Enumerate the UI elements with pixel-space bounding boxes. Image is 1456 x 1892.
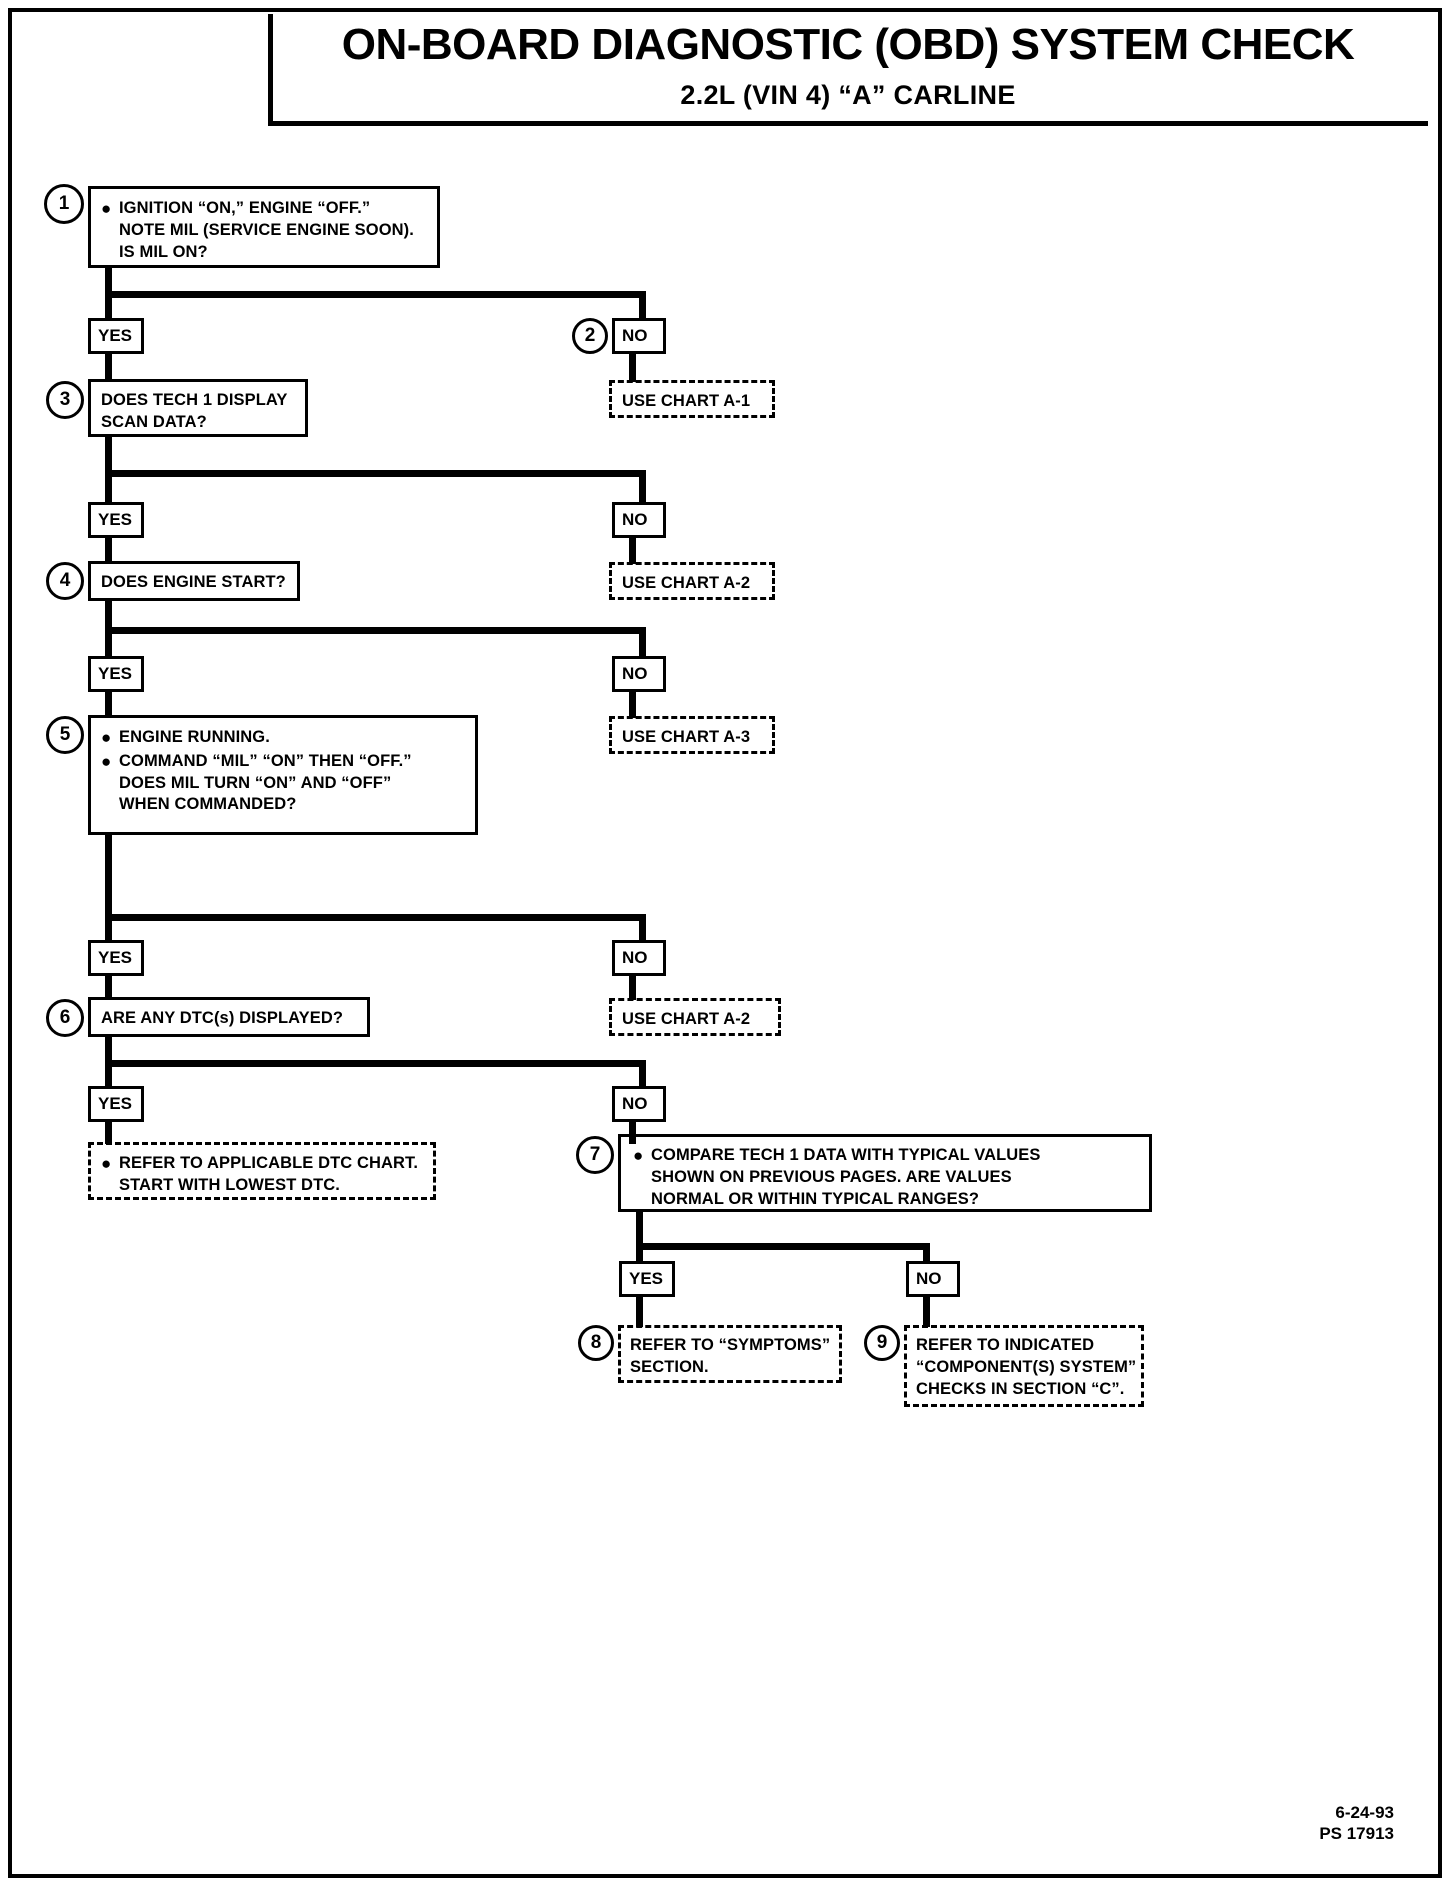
- connector-1-yes-down: [105, 291, 112, 320]
- page-title: ON-BOARD DIAGNOSTIC (OBD) SYSTEM CHECK: [341, 20, 1355, 69]
- connector-yes3-down: [105, 538, 112, 564]
- connector-no4-down: [629, 692, 636, 718]
- step-1-text: IGNITION “ON,” ENGINE “OFF.” NOTE MIL (S…: [119, 199, 414, 261]
- no-label-5: NO: [612, 940, 666, 976]
- step-8-text: REFER TO “SYMPTOMS” SECTION.: [630, 1336, 831, 1376]
- step-number-8: 8: [578, 1325, 614, 1361]
- refer-dtc-chart-text: REFER TO APPLICABLE DTC CHART. START WIT…: [119, 1154, 419, 1194]
- connector-no6-down: [629, 1122, 636, 1144]
- step-number-1: 1: [44, 184, 84, 224]
- step-9-box: REFER TO INDICATED “COMPONENT(S) SYSTEM”…: [904, 1325, 1144, 1407]
- connector-6-yes-down: [105, 1060, 112, 1088]
- connector-7-no-down: [923, 1243, 930, 1263]
- connector-3-across: [105, 470, 646, 477]
- yes-label-4: YES: [88, 656, 144, 692]
- no-label-4: NO: [612, 656, 666, 692]
- no-label-6: NO: [612, 1086, 666, 1122]
- connector-4-yes-down: [105, 627, 112, 657]
- no-label-1: NO: [612, 318, 666, 354]
- use-chart-a1-text: USE CHART A-1: [622, 392, 751, 410]
- connector-no7-down: [923, 1297, 930, 1327]
- bullet-icon: ●: [101, 199, 112, 218]
- connector-6-no-down: [639, 1060, 646, 1088]
- step-3-box: DOES TECH 1 DISPLAY SCAN DATA?: [88, 379, 308, 437]
- step-number-4: 4: [46, 562, 84, 600]
- yes-label-5: YES: [88, 940, 144, 976]
- bullet-icon: ●: [101, 751, 112, 771]
- connector-3-yes-down: [105, 470, 112, 504]
- use-chart-a3-text: USE CHART A-3: [622, 728, 751, 746]
- use-chart-a2-box: USE CHART A-2: [609, 562, 775, 600]
- yes-label-3: YES: [88, 502, 144, 538]
- step-3-text: DOES TECH 1 DISPLAY SCAN DATA?: [101, 391, 288, 431]
- step-number-6: 6: [46, 999, 84, 1037]
- connector-6-down: [105, 1037, 112, 1067]
- yes-label-1: YES: [88, 318, 144, 354]
- step-7-box: ● COMPARE TECH 1 DATA WITH TYPICAL VALUE…: [618, 1134, 1152, 1212]
- connector-4-across: [105, 627, 646, 634]
- footer-doc-id: 6-24-93 PS 17913: [1319, 1802, 1394, 1843]
- bullet-icon: ●: [101, 728, 112, 747]
- step-9-text: REFER TO INDICATED “COMPONENT(S) SYSTEM”…: [916, 1336, 1137, 1398]
- use-chart-a2-text-2: USE CHART A-2: [622, 1010, 751, 1028]
- connector-5-down: [105, 835, 112, 921]
- no-label-3: NO: [612, 502, 666, 538]
- step-6-text: ARE ANY DTC(s) DISPLAYED?: [101, 1009, 344, 1027]
- step-5-text-line1: ENGINE RUNNING.: [119, 728, 270, 746]
- step-5-box: ● ENGINE RUNNING. ● COMMAND “MIL” “ON” T…: [88, 715, 478, 835]
- step-4-text: DOES ENGINE START?: [101, 573, 286, 591]
- step-number-3: 3: [46, 381, 84, 419]
- connector-no5-down: [629, 976, 636, 1000]
- connector-7-across: [636, 1243, 930, 1250]
- use-chart-a1-box: USE CHART A-1: [609, 380, 775, 418]
- refer-dtc-chart-box: ● REFER TO APPLICABLE DTC CHART. START W…: [88, 1142, 436, 1200]
- connector-3-down: [105, 437, 112, 473]
- connector-yes6-down: [105, 1122, 112, 1144]
- page-subtitle: 2.2L (VIN 4) “A” CARLINE: [680, 80, 1016, 110]
- step-number-7: 7: [576, 1136, 614, 1174]
- connector-4-no-down: [639, 627, 646, 657]
- step-5-text-line2: COMMAND “MIL” “ON” THEN “OFF.” DOES MIL …: [119, 751, 412, 814]
- use-chart-a3-box: USE CHART A-3: [609, 716, 775, 754]
- yes-label-7: YES: [619, 1261, 675, 1297]
- connector-5-yes-down: [105, 914, 112, 942]
- step-1-box: ● IGNITION “ON,” ENGINE “OFF.” NOTE MIL …: [88, 186, 440, 268]
- connector-yes4-down: [105, 692, 112, 718]
- connector-1-down: [105, 268, 112, 298]
- connector-5-no-down: [639, 914, 646, 942]
- connector-yes1-down: [105, 354, 112, 382]
- step-number-2: 2: [572, 318, 608, 354]
- bullet-icon: ●: [633, 1146, 644, 1165]
- connector-yes7-down: [636, 1297, 643, 1327]
- step-number-5: 5: [46, 716, 84, 754]
- bullet-icon: ●: [101, 1154, 112, 1173]
- step-6-box: ARE ANY DTC(s) DISPLAYED?: [88, 997, 370, 1037]
- connector-5-across: [105, 914, 646, 921]
- step-4-box: DOES ENGINE START?: [88, 561, 300, 601]
- title-rule: [268, 14, 1428, 126]
- connector-7-down: [636, 1212, 643, 1250]
- connector-yes5-down: [105, 976, 112, 1000]
- connector-no3-down: [629, 538, 636, 564]
- connector-3-no-down: [639, 470, 646, 504]
- use-chart-a2-text: USE CHART A-2: [622, 574, 751, 592]
- connector-4-down: [105, 601, 112, 633]
- connector-no1-down: [629, 354, 636, 382]
- connector-6-across: [105, 1060, 646, 1067]
- use-chart-a2-box-2: USE CHART A-2: [609, 998, 781, 1036]
- step-7-text: COMPARE TECH 1 DATA WITH TYPICAL VALUES …: [651, 1146, 1041, 1208]
- step-8-box: REFER TO “SYMPTOMS” SECTION.: [618, 1325, 842, 1383]
- connector-7-yes-down: [636, 1243, 643, 1263]
- connector-1-across: [105, 291, 646, 298]
- step-number-9: 9: [864, 1325, 900, 1361]
- page-border: [8, 8, 1442, 1878]
- connector-1-no-down: [639, 291, 646, 320]
- yes-label-6: YES: [88, 1086, 144, 1122]
- no-label-7: NO: [906, 1261, 960, 1297]
